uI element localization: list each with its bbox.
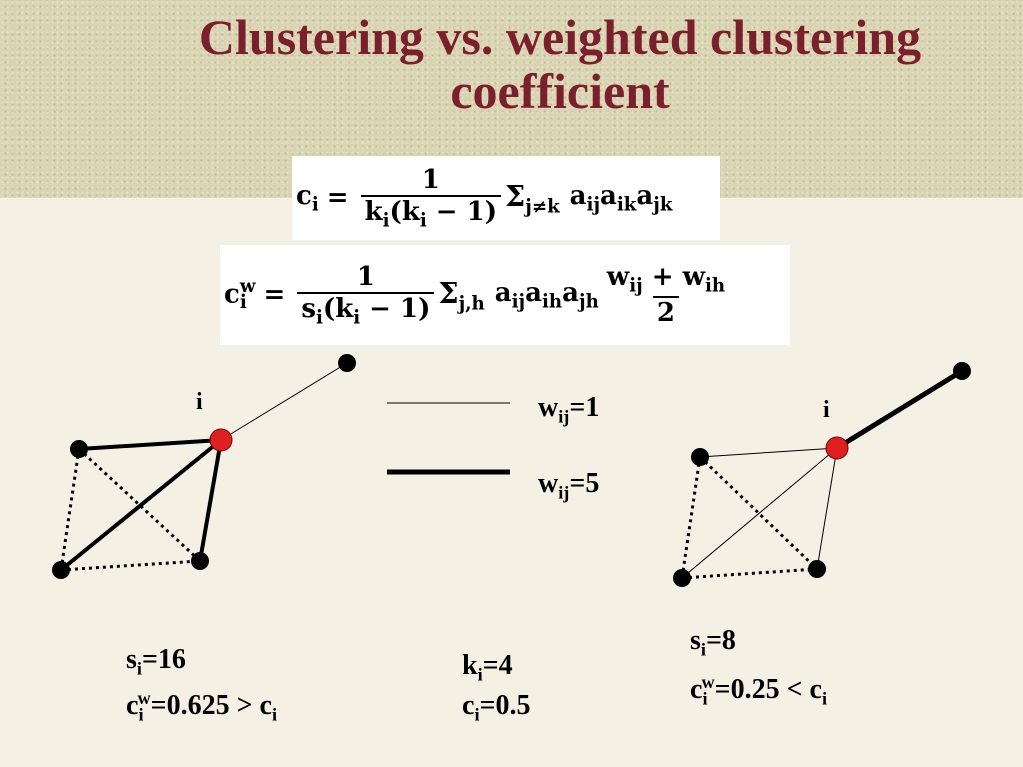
formula1-fraction: 1 ki(ki − 1) bbox=[360, 165, 502, 231]
left-strength: si=16 bbox=[126, 644, 186, 679]
left-edge-c-b-dotted bbox=[60, 559, 201, 572]
legend-thick-label: wij=5 bbox=[538, 468, 600, 503]
right-strength: si=8 bbox=[690, 625, 736, 660]
title-line-1: Clustering vs. weighted clustering bbox=[198, 9, 922, 65]
right-node-b bbox=[808, 560, 826, 578]
left-node-a bbox=[70, 440, 88, 458]
right-edge-a-c-dotted bbox=[680, 456, 702, 579]
left-node-c bbox=[52, 561, 70, 579]
middle-degree: ki=4 bbox=[462, 650, 513, 685]
left-node-b bbox=[191, 552, 209, 570]
formula2-fraction: 1 si(ki − 1) bbox=[297, 262, 435, 328]
right-node-top bbox=[953, 362, 971, 380]
formula2-weight-fraction: wij + wih 2 bbox=[606, 261, 726, 329]
right-edge-i-c bbox=[681, 447, 838, 579]
right-edge-i-top bbox=[835, 368, 964, 451]
left-edge-a-c-dotted bbox=[59, 448, 81, 571]
right-node-a bbox=[691, 448, 709, 466]
right-weighted-coefficient: ciw=0.25 < ci bbox=[690, 672, 828, 709]
right-node-c bbox=[673, 569, 691, 587]
left-edge-i-top bbox=[220, 362, 348, 441]
right-edge-i-a bbox=[699, 447, 838, 458]
legend-thin-label: wij=1 bbox=[538, 392, 600, 427]
right-edge-a-b-dotted bbox=[698, 455, 819, 571]
left-graph bbox=[52, 354, 356, 579]
right-edge-c-b-dotted bbox=[681, 567, 818, 580]
formula2-sum: Σj,h bbox=[438, 275, 485, 315]
left-node-top bbox=[338, 354, 356, 372]
right-node-i-label: i bbox=[823, 397, 830, 423]
formula2-equals: = bbox=[263, 280, 286, 310]
title-line-2: coefficient bbox=[450, 63, 670, 119]
left-node-i-label: i bbox=[196, 389, 203, 415]
right-node-i bbox=[825, 436, 849, 460]
slide-title: Clustering vs. weighted clustering coeff… bbox=[60, 10, 1023, 118]
right-graph bbox=[673, 362, 971, 587]
left-edge-i-a bbox=[78, 438, 222, 451]
formula1-sum: Σj≠k bbox=[505, 178, 560, 218]
left-edge-i-b bbox=[198, 439, 223, 562]
formula1-equals: = bbox=[326, 183, 349, 213]
clustering-formula: ci = 1 ki(ki − 1) Σj≠k aijaikajk bbox=[292, 156, 720, 240]
right-edge-i-b bbox=[816, 447, 838, 570]
formula1-terms: aijaikajk bbox=[569, 180, 673, 216]
left-node-i bbox=[209, 428, 233, 452]
middle-clustering-coefficient: ci=0.5 bbox=[462, 690, 531, 725]
formula1-lhs: ci bbox=[296, 180, 319, 216]
header-band bbox=[0, 0, 1023, 198]
formula2-terms: aijaihajh bbox=[494, 277, 599, 313]
left-edge-i-c bbox=[59, 438, 223, 572]
left-weighted-coefficient: ciw=0.625 > ci bbox=[126, 688, 278, 725]
